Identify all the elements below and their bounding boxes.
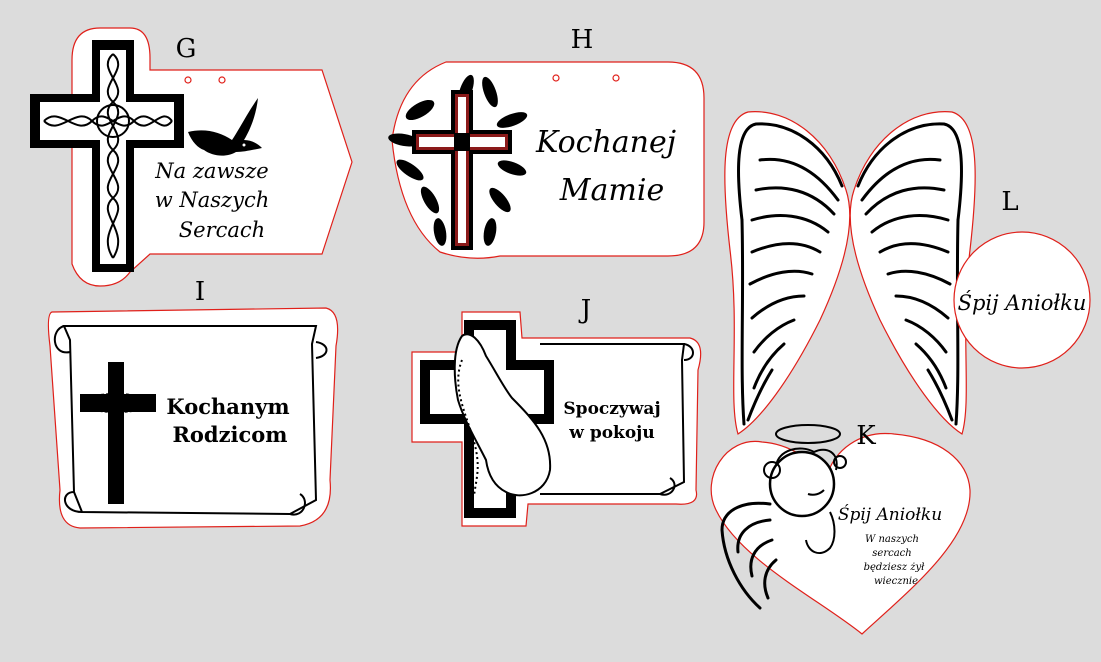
plate-h: Kochanej Mamie H bbox=[388, 25, 705, 259]
cherub-angel-icon bbox=[720, 424, 847, 610]
plate-j-line2: w pokoju bbox=[568, 423, 654, 443]
plate-i-letter: I bbox=[195, 277, 205, 307]
plate-h-letter: H bbox=[571, 25, 594, 55]
plate-j-line1: Spoczywaj bbox=[563, 399, 660, 419]
hang-hole bbox=[184, 76, 192, 84]
plate-l-outline bbox=[953, 231, 1091, 369]
plate-h-line2: Mamie bbox=[559, 173, 664, 208]
hang-hole bbox=[612, 74, 620, 82]
plate-i-line2: Rodzicom bbox=[172, 422, 287, 447]
celtic-cross-icon bbox=[30, 40, 184, 272]
plate-g-outline bbox=[71, 27, 353, 287]
plate-g: Na zawsze w Naszych Sercach G bbox=[30, 27, 353, 287]
plate-g-letter: G bbox=[176, 34, 197, 64]
dove-icon bbox=[188, 98, 262, 156]
praying-hands-cross-icon bbox=[420, 320, 554, 518]
plate-g-line2: w Naszych bbox=[155, 188, 270, 212]
plate-i: Kochanym Rodzicom I bbox=[47, 277, 339, 529]
plate-j-letter: J bbox=[578, 295, 591, 325]
plate-k-line4: wiecznie bbox=[874, 576, 918, 587]
plate-j: Spoczywaj w pokoju J bbox=[411, 295, 702, 527]
plate-h-line1: Kochanej bbox=[535, 125, 676, 160]
plate-i-line1: Kochanym bbox=[166, 394, 289, 419]
plate-l-line1: Śpij Aniołku bbox=[958, 291, 1087, 315]
plate-k-line3: będziesz żył bbox=[864, 562, 926, 573]
hang-hole bbox=[218, 76, 226, 84]
plate-l-letter: L bbox=[1001, 187, 1018, 217]
angel-wings-icon bbox=[724, 111, 976, 435]
leafy-cross-icon bbox=[388, 74, 528, 250]
thorn-cross-icon bbox=[80, 362, 156, 504]
plate-g-line3: Sercach bbox=[179, 218, 265, 242]
plate-l: Śpij Aniołku L bbox=[953, 187, 1091, 369]
scroll-icon bbox=[54, 325, 328, 516]
plate-k-letter: K bbox=[856, 421, 876, 451]
plate-k: Śpij Aniołku W naszych sercach będziesz … bbox=[710, 421, 971, 635]
heart-icon bbox=[710, 432, 971, 635]
plate-g-line1: Na zawsze bbox=[154, 159, 268, 183]
plate-k-line2: sercach bbox=[872, 548, 911, 559]
hang-hole bbox=[552, 74, 560, 82]
plate-k-title: Śpij Aniołku bbox=[838, 504, 942, 525]
scroll-icon bbox=[540, 343, 694, 496]
plate-k-line1: W naszych bbox=[865, 534, 919, 545]
